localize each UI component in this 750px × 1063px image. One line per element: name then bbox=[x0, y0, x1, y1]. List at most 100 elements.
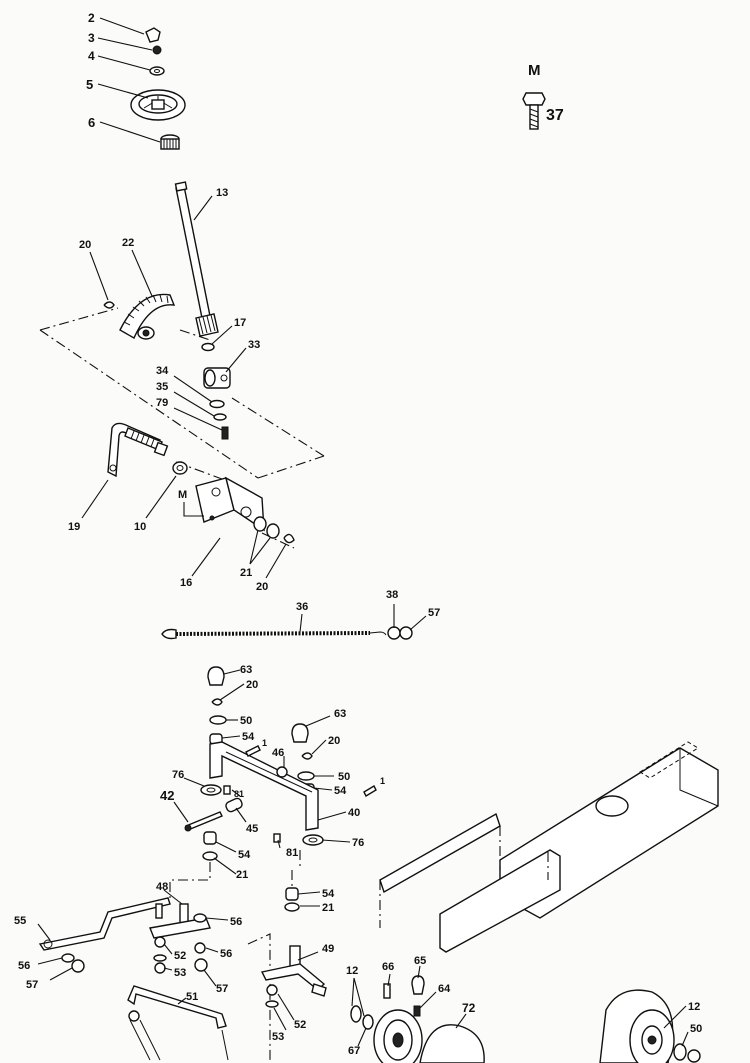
grease-fitting-1b bbox=[363, 785, 377, 797]
callout-45: 45 bbox=[246, 823, 258, 835]
cap-63a bbox=[207, 666, 225, 686]
cap-63b bbox=[291, 723, 309, 743]
nut-38 bbox=[387, 626, 401, 640]
legend-part-number: 37 bbox=[546, 107, 564, 124]
callout-17: 17 bbox=[234, 317, 246, 329]
axle-assembly bbox=[38, 666, 377, 1063]
nut-53a bbox=[154, 962, 166, 974]
callout-2: 2 bbox=[88, 11, 95, 25]
nut-56b bbox=[194, 942, 206, 954]
callout-54b: 54 bbox=[334, 785, 347, 797]
callout-20d: 20 bbox=[328, 735, 340, 747]
callout-51: 51 bbox=[186, 991, 198, 1003]
legend-bolt: M 37 bbox=[522, 62, 564, 130]
callout-42: 42 bbox=[160, 788, 174, 803]
steering-cap bbox=[145, 27, 161, 43]
axle-beam bbox=[209, 741, 319, 831]
callout-57b: 57 bbox=[26, 979, 38, 991]
callout-63b: 63 bbox=[334, 708, 346, 720]
washer-34 bbox=[209, 399, 225, 409]
callout-76: 76 bbox=[172, 769, 184, 781]
callout-12b: 12 bbox=[688, 1001, 700, 1013]
spring-64 bbox=[413, 1005, 421, 1017]
callout-1: 1 bbox=[262, 738, 267, 748]
washer-56a bbox=[61, 953, 75, 963]
leader-lines bbox=[37, 17, 689, 1047]
legend-letter: M bbox=[528, 62, 541, 79]
washer-12a bbox=[350, 1005, 362, 1023]
callout-13: 13 bbox=[216, 187, 228, 199]
pin-20a bbox=[103, 301, 115, 309]
sleeve-45 bbox=[225, 797, 243, 813]
callout-53: 53 bbox=[174, 967, 186, 979]
callout-4: 4 bbox=[88, 49, 95, 63]
nut-3 bbox=[152, 45, 162, 55]
callout-46: 46 bbox=[272, 747, 284, 759]
callout-36: 36 bbox=[296, 601, 308, 613]
callout-54d: 54 bbox=[322, 888, 335, 900]
callout-1b: 1 bbox=[380, 776, 385, 786]
nut-57a bbox=[399, 626, 413, 640]
callout-64: 64 bbox=[438, 983, 451, 995]
callout-57: 57 bbox=[428, 607, 440, 619]
grease-fitting-1a bbox=[245, 745, 261, 757]
callout-50b: 50 bbox=[338, 771, 350, 783]
pin-20c bbox=[211, 698, 223, 706]
frame bbox=[379, 741, 719, 953]
callout-34: 34 bbox=[156, 365, 169, 377]
callout-50c: 50 bbox=[690, 1023, 702, 1035]
callout-20b: 20 bbox=[256, 581, 268, 593]
bushing-10 bbox=[172, 461, 188, 475]
callout-72: 72 bbox=[462, 1001, 476, 1015]
washer-21d bbox=[202, 851, 218, 861]
callout-56: 56 bbox=[230, 916, 242, 928]
spindle-48 bbox=[149, 903, 211, 939]
tie-rod bbox=[127, 985, 229, 1061]
callout-35: 35 bbox=[156, 381, 168, 393]
washer-53b bbox=[265, 1000, 279, 1008]
stud-81a bbox=[223, 785, 231, 795]
callout-12: 12 bbox=[346, 965, 358, 977]
callout-labels: 2 3 4 5 6 13 20 22 17 33 34 35 79 19 10 … bbox=[14, 11, 702, 1057]
washer-21e bbox=[284, 902, 300, 912]
wheel-hub-left bbox=[373, 1009, 423, 1063]
nut-57c bbox=[194, 958, 208, 972]
callout-22: 22 bbox=[122, 237, 134, 249]
stud-81b bbox=[273, 833, 281, 843]
washer-76a bbox=[200, 784, 222, 796]
callout-3: 3 bbox=[88, 31, 95, 45]
callout-54c: 54 bbox=[238, 849, 251, 861]
spindle-49 bbox=[260, 945, 327, 1008]
bushing-54c bbox=[203, 831, 217, 845]
callout-20c: 20 bbox=[246, 679, 258, 691]
washer-67 bbox=[362, 1014, 374, 1030]
callout-52: 52 bbox=[174, 950, 186, 962]
wheel-hardware bbox=[350, 975, 701, 1063]
steering-shaft bbox=[174, 181, 219, 337]
callout-56b: 56 bbox=[220, 948, 232, 960]
assembly-line-lower bbox=[169, 850, 301, 900]
washer-21a bbox=[253, 516, 267, 532]
callout-5: 5 bbox=[86, 77, 93, 92]
washer-4 bbox=[149, 66, 165, 76]
callout-48: 48 bbox=[156, 881, 168, 893]
steering-column-group bbox=[39, 27, 325, 549]
washer-50b bbox=[297, 771, 315, 781]
callout-40: 40 bbox=[348, 807, 360, 819]
callout-16: 16 bbox=[180, 577, 192, 589]
pin-20d bbox=[301, 752, 313, 760]
bolt-icon bbox=[522, 92, 546, 106]
nut-12b bbox=[687, 1049, 701, 1063]
callout-79: 79 bbox=[156, 397, 168, 409]
washer-17 bbox=[201, 342, 215, 352]
tire-72 bbox=[419, 1024, 485, 1063]
callout-38: 38 bbox=[386, 589, 398, 601]
callout-55: 55 bbox=[14, 915, 26, 927]
callout-57c: 57 bbox=[216, 983, 228, 995]
callout-81b: 81 bbox=[286, 847, 298, 859]
callout-50: 50 bbox=[240, 715, 252, 727]
washer-35 bbox=[213, 413, 227, 421]
callout-6: 6 bbox=[88, 115, 95, 130]
callout-10: 10 bbox=[134, 521, 146, 533]
